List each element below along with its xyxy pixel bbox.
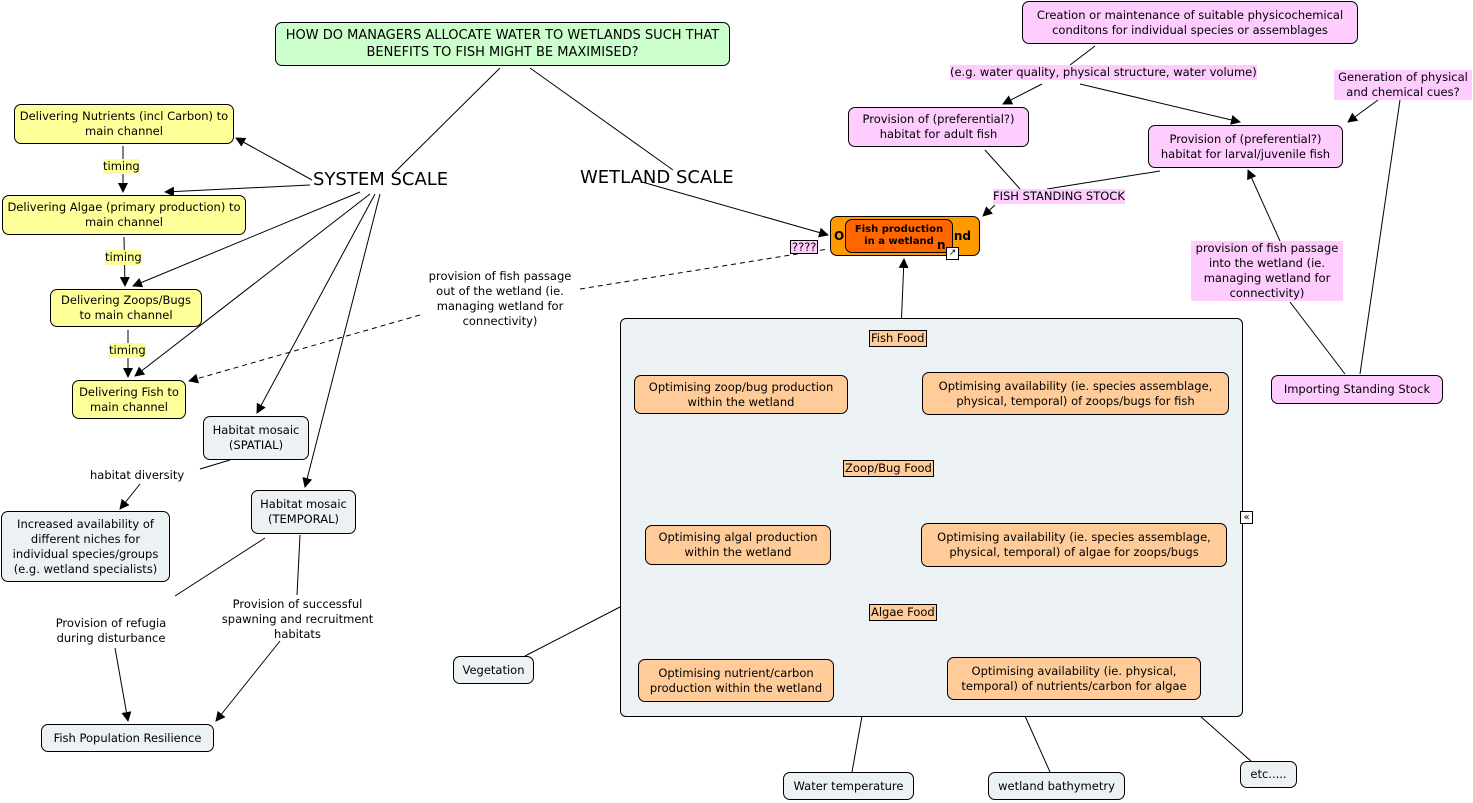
- passage-in-label: provision of fish passage into the wetla…: [1191, 241, 1343, 301]
- question-node[interactable]: HOW DO MANAGERS ALLOCATE WATER TO WETLAN…: [275, 22, 730, 66]
- opt-zoop-availability-node[interactable]: Optimising availability (ie. species ass…: [922, 372, 1229, 415]
- standing-stock-label: FISH STANDING STOCK: [993, 189, 1125, 204]
- eg-label: (e.g. water quality, physical structure,…: [950, 65, 1257, 80]
- spawning-label: Provision of successful spawning and rec…: [221, 597, 374, 641]
- physicochemical-node[interactable]: Creation or maintenance of suitable phys…: [1022, 1, 1358, 44]
- collapse-icon[interactable]: «: [1240, 511, 1253, 524]
- timing-label: timing: [109, 343, 146, 358]
- delivering-nutrients-node[interactable]: Delivering Nutrients (incl Carbon) to ma…: [14, 104, 234, 144]
- fish-production-node[interactable]: Fish production in a wetland: [845, 219, 953, 253]
- fish-food-label: Fish Food: [869, 330, 927, 347]
- outer-text-bottom: n: [937, 238, 946, 252]
- cues-label: Generation of physical and chemical cues…: [1334, 70, 1472, 100]
- outer-text-left: O: [834, 228, 845, 243]
- timing-label: timing: [105, 250, 142, 265]
- opt-nutrient-production-node[interactable]: Optimising nutrient/carbon production wi…: [638, 659, 834, 702]
- refugia-label: Provision of refugia during disturbance: [55, 616, 167, 645]
- opt-algal-production-node[interactable]: Optimising algal production within the w…: [645, 525, 831, 565]
- water-temperature-node[interactable]: Water temperature: [783, 772, 914, 800]
- delivering-algae-node[interactable]: Delivering Algae (primary production) to…: [2, 195, 246, 235]
- niches-node[interactable]: Increased availability of different nich…: [1, 511, 170, 582]
- zoop-food-label: Zoop/Bug Food: [843, 460, 934, 477]
- etc-node[interactable]: etc.....: [1240, 761, 1297, 788]
- habitat-temporal-node[interactable]: Habitat mosaic (TEMPORAL): [251, 490, 356, 534]
- unknown-label: ????: [790, 240, 819, 254]
- opt-algae-availability-node[interactable]: Optimising availability (ie. species ass…: [921, 523, 1227, 567]
- habitat-spatial-node[interactable]: Habitat mosaic (SPATIAL): [203, 416, 309, 460]
- passage-out-label: provision of fish passage out of the wet…: [428, 269, 572, 328]
- link-icon[interactable]: ↗: [946, 247, 959, 260]
- outer-text-right: nd: [953, 228, 971, 243]
- adult-habitat-node[interactable]: Provision of (preferential?) habitat for…: [848, 107, 1029, 147]
- algae-food-label: Algae Food: [869, 604, 937, 621]
- opt-zoop-production-node[interactable]: Optimising zoop/bug production within th…: [634, 375, 848, 414]
- timing-label: timing: [103, 159, 140, 174]
- delivering-fish-node[interactable]: Delivering Fish to main channel: [72, 380, 186, 419]
- habitat-diversity-label: habitat diversity: [90, 468, 185, 482]
- larval-habitat-node[interactable]: Provision of (preferential?) habitat for…: [1148, 125, 1343, 168]
- opt-nutrient-availability-node[interactable]: Optimising availability (ie. physical, t…: [947, 657, 1201, 700]
- vegetation-node[interactable]: Vegetation: [453, 656, 534, 684]
- wetland-scale-label: WETLAND SCALE: [580, 167, 734, 188]
- system-scale-label: SYSTEM SCALE: [313, 169, 449, 190]
- delivering-zoops-node[interactable]: Delivering Zoops/Bugs to main channel: [50, 289, 202, 327]
- importing-stock-node[interactable]: Importing Standing Stock: [1271, 375, 1443, 404]
- resilience-node[interactable]: Fish Population Resilience: [41, 724, 214, 752]
- bathymetry-node[interactable]: wetland bathymetry: [988, 772, 1125, 800]
